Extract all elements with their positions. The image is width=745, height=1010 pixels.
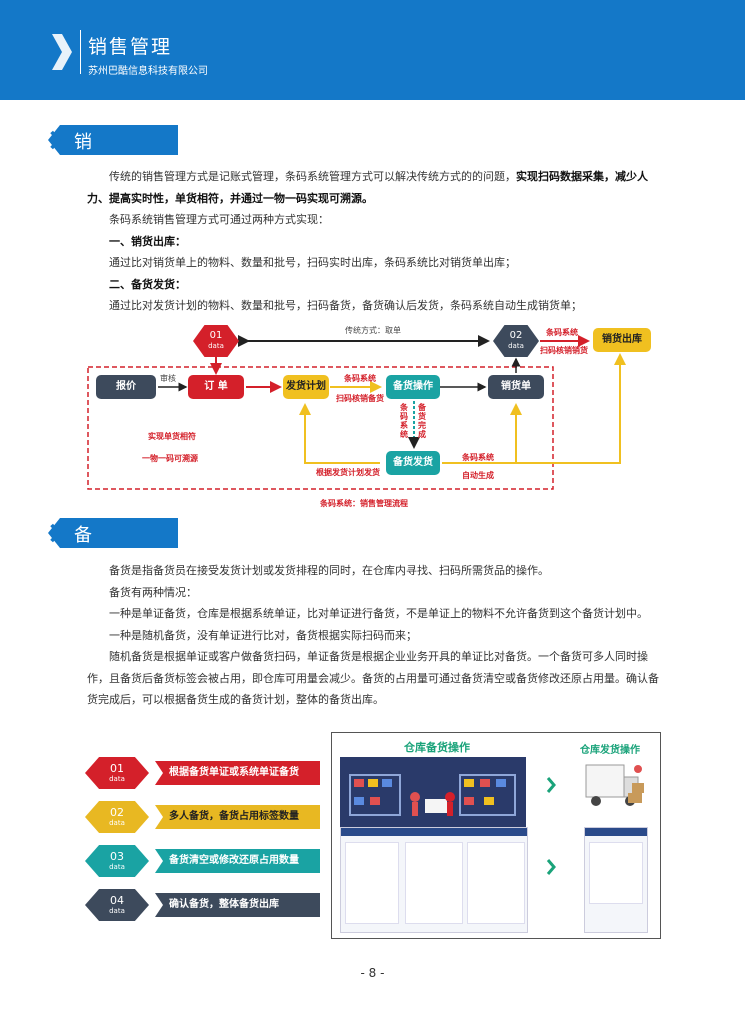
para-random-stock: 一种是随机备货，没有单证进行比对，备货根据实际扫码而来； bbox=[109, 628, 417, 642]
header-title: 销售管理 bbox=[88, 36, 173, 58]
label-traditional: 传统方式：取单 bbox=[345, 326, 401, 335]
flow-caption: 条码系统：销售管理流程 bbox=[320, 499, 408, 508]
para-stock-detail: 随机备货是根据单证或客户做备货扫码，单证备货是根据企业业务开具的单证比对备货。一… bbox=[87, 650, 659, 706]
delivery-truck-illustration bbox=[582, 755, 648, 817]
heading-stock-ship: 二、备货发货： bbox=[109, 277, 186, 291]
step-label: 根据备货单证或系统单证备货 bbox=[155, 761, 320, 785]
hex-01: 01 data bbox=[193, 325, 239, 357]
warehouse-illustration bbox=[340, 757, 526, 827]
header-company: 苏州巴酷信息科技有限公司 bbox=[88, 66, 208, 77]
stock-app-screen bbox=[340, 827, 528, 933]
label-review: 审核 bbox=[160, 374, 176, 383]
page-number: - 8 - bbox=[360, 966, 385, 980]
label-barcode-sys-1: 条码系统 bbox=[546, 328, 578, 337]
para-stock-def: 备货是指备货员在接受发货计划或发货排程的同时，在仓库内寻找、扫码所需货品的操作。 bbox=[109, 564, 549, 577]
para-intro: 传统的销售管理方式是记账式管理，条码系统管理方式可以解决传统方式的的问题， bbox=[109, 170, 516, 183]
label-scan-verify-stock: 扫码核销备货 bbox=[336, 394, 384, 403]
chevron-right-icon bbox=[50, 130, 62, 150]
company-logo-icon bbox=[52, 34, 72, 70]
label-warehouse-op: 仓库备货操作 bbox=[404, 741, 470, 754]
box-ship: 备货发货 bbox=[386, 451, 440, 475]
ship-app-screen bbox=[584, 827, 648, 933]
box-sales-slip: 销货单 bbox=[488, 375, 544, 399]
label-match: 实现单货相符 bbox=[148, 432, 196, 441]
para-doc-stock: 一种是单证备货，仓库是根据系统单证，比对单证进行备货，不是单证上的物料不允许备货… bbox=[109, 607, 648, 620]
step-label: 确认备货，整体备货出库 bbox=[155, 893, 320, 917]
label-warehouse-ship: 仓库发货操作 bbox=[580, 745, 640, 756]
section-sales-body: 传统的销售管理方式是记账式管理，条码系统管理方式可以解决传统方式的的问题，实现扫… bbox=[87, 166, 662, 317]
para-intro-bold: 实现扫码数据采集，减少人力、提高实时性，单货相符，并通过一物一码实现可溯源。 bbox=[87, 170, 648, 205]
label-vertical-stock-done: 备货完成 bbox=[418, 403, 426, 439]
heading-sales-out: 一、销货出库： bbox=[109, 234, 186, 248]
chevron-right-icon bbox=[546, 777, 556, 793]
section-stock-body: 备货是指备货员在接受发货计划或发货排程的同时，在仓库内寻找、扫码所需货品的操作。… bbox=[87, 560, 662, 711]
chevron-right-icon bbox=[546, 859, 556, 875]
step-label: 备货清空或修改还原占用数量 bbox=[155, 849, 320, 873]
sales-flow-diagram: 01 data 02 data 传统方式：取单 条码系统 扫码核销销货 销货出库… bbox=[80, 315, 665, 515]
warehouse-screens-panel: 仓库备货操作 仓库发货操作 bbox=[331, 732, 661, 939]
para-methods: 条码系统销售管理方式可通过两种方式实现： bbox=[109, 213, 329, 226]
label-barcode-sys-2: 条码系统 bbox=[344, 374, 376, 383]
header-divider bbox=[80, 30, 81, 74]
label-vertical-barcode: 条码系统 bbox=[400, 403, 408, 439]
box-ship-plan: 发货计划 bbox=[283, 375, 329, 399]
label-by-plan: 根据发货计划发货 bbox=[316, 468, 380, 477]
label-scan-verify-sell: 扫码核销销货 bbox=[540, 346, 588, 355]
para-stock-cases: 备货有两种情况： bbox=[109, 585, 197, 599]
label-barcode-sys-3: 条码系统 bbox=[462, 453, 494, 462]
box-order: 订 单 bbox=[188, 375, 244, 399]
box-stock-op: 备货操作 bbox=[386, 375, 440, 399]
page-header: 销售管理 苏州巴酷信息科技有限公司 bbox=[0, 0, 745, 100]
label-auto-gen: 自动生成 bbox=[462, 471, 494, 480]
box-quote: 报价 bbox=[96, 375, 156, 399]
chevron-right-icon bbox=[50, 523, 62, 543]
para-sales-out: 通过比对销货单上的物料、数量和批号，扫码实时出库，条码系统比对销货单出库； bbox=[109, 256, 516, 269]
para-stock-ship: 通过比对发货计划的物料、数量和批号，扫码备货，备货确认后发货，条码系统自动生成销… bbox=[109, 299, 582, 312]
label-trace: 一物一码可溯源 bbox=[142, 454, 198, 463]
step-label: 多人备货，备货占用标签数量 bbox=[155, 805, 320, 829]
flow-connectors bbox=[87, 335, 626, 490]
box-sales-out: 销货出库 bbox=[593, 328, 651, 352]
